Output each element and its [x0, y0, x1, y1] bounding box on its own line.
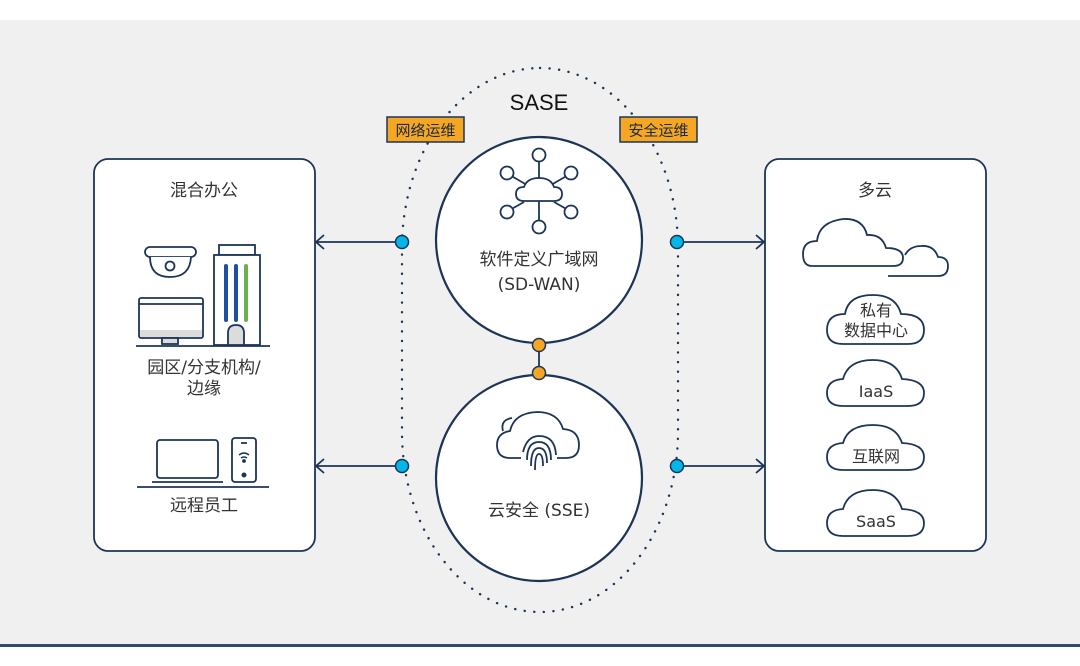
iaas-label: IaaS	[859, 382, 893, 401]
iaas-cloud: IaaS	[826, 359, 925, 407]
connectors	[314, 234, 766, 474]
arrowhead-right-bottom	[755, 458, 766, 474]
sase-boundary	[400, 66, 680, 614]
campus-branch-label: 园区/分支机构/	[147, 358, 261, 378]
internet-label: 互联网	[852, 447, 900, 466]
bottom-divider	[0, 644, 1080, 647]
laptop-icon	[152, 439, 223, 483]
private-datacenter-cloud: 私有 数据中心	[826, 294, 925, 345]
hybrid-work-panel: 混合办公 园区/分支机构/ 边缘	[93, 158, 316, 552]
arrowhead-right-top	[755, 234, 766, 250]
saas-cloud: SaaS	[826, 489, 925, 537]
hybrid-work-title: 混合办公	[170, 181, 238, 201]
mobile-phone-icon	[231, 437, 257, 483]
connector-dot-sse-top	[531, 365, 547, 381]
arrowhead-left-top	[314, 234, 325, 250]
network-cloud-icon	[499, 147, 579, 235]
multi-cloud-title: 多云	[858, 181, 892, 201]
remote-workers-label: 远程员工	[170, 496, 238, 516]
datacenter-label: 数据中心	[844, 321, 908, 340]
sase-title: SASE	[510, 90, 569, 115]
edge-label: 边缘	[187, 379, 221, 399]
connector-dot-left-bottom	[394, 458, 410, 474]
connector-dot-right-top	[669, 234, 685, 250]
multi-cloud-panel: 多云 私有 数据中心 IaaS 互联网 SaaS	[764, 158, 987, 552]
multi-cloud-icon	[802, 218, 949, 277]
sse-node: 云安全 (SSE)	[434, 373, 644, 583]
internet-cloud: 互联网	[826, 424, 925, 471]
network-ops-tag: 网络运维	[386, 116, 465, 143]
security-camera-icon	[144, 246, 197, 278]
arrowhead-left-bottom	[314, 458, 325, 474]
security-ops-label: 安全运维	[628, 122, 688, 140]
security-ops-tag: 安全运维	[619, 116, 698, 143]
office-building-icon	[213, 244, 261, 346]
sse-label: 云安全 (SSE)	[488, 501, 590, 521]
connector-dot-left-top	[394, 234, 410, 250]
connector-dots	[394, 234, 685, 474]
connector-dot-right-bottom	[669, 458, 685, 474]
monitor-icon	[138, 297, 204, 345]
sdwan-label-en: (SD-WAN)	[498, 275, 581, 295]
network-ops-label: 网络运维	[395, 122, 455, 140]
sdwan-node: 软件定义广域网 (SD-WAN)	[434, 135, 644, 345]
saas-label: SaaS	[856, 512, 896, 531]
sdwan-label-cn: 软件定义广域网	[480, 250, 599, 270]
cloud-fingerprint-icon	[496, 411, 580, 471]
private-label: 私有	[860, 301, 892, 320]
connector-dot-sdwan-bottom	[531, 337, 547, 353]
